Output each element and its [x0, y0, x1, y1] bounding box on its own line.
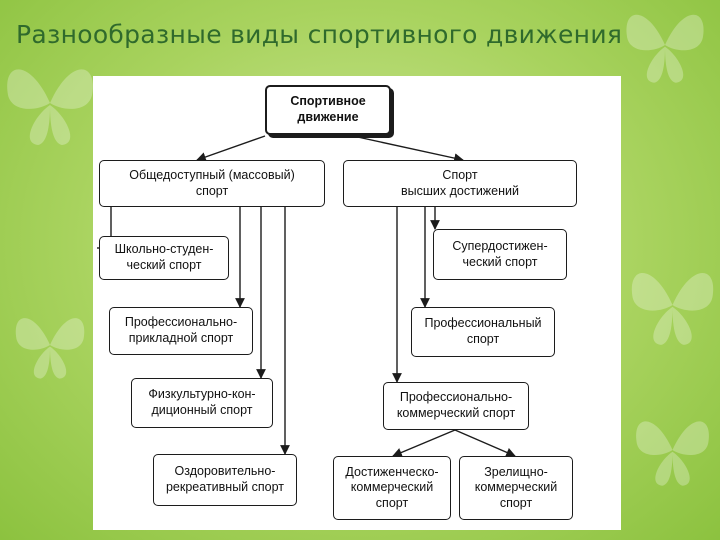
node-fitness-conditioning-sport: Физкультурно-кон- диционный спорт [131, 378, 273, 428]
node-mass-sport: Общедоступный (массовый) спорт [99, 160, 325, 207]
node-professional-applied-sport: Профессионально- прикладной спорт [109, 307, 253, 355]
node-super-achievement-sport: Супердостижен- ческий спорт [433, 229, 567, 280]
node-sport-movement: Спортивное движение [265, 85, 391, 135]
node-school-student-sport: Школьно-студен- ческий спорт [99, 236, 229, 280]
node-professional-sport: Профессиональный спорт [411, 307, 555, 357]
butterfly-decoration [626, 14, 704, 83]
node-achievement-commercial-sport: Достиженческо- коммерческий спорт [333, 456, 451, 520]
node-professional-commercial-sport: Профессионально- коммерческий спорт [383, 382, 529, 430]
connector-commercial-to-achievement [392, 429, 456, 458]
butterfly-decoration [636, 421, 709, 486]
node-health-recreation-sport: Оздоровительно- рекреативный спорт [153, 454, 297, 506]
diagram-panel: Спортивное движение Общедоступный (массо… [93, 76, 621, 530]
butterfly-decoration [15, 318, 85, 379]
slide-title: Разнообразные виды спортивного движения [16, 20, 623, 49]
butterfly-decoration [7, 69, 93, 145]
connector-root-to-elite [352, 135, 464, 163]
connector-lines [97, 135, 516, 458]
butterfly-decoration [631, 273, 714, 345]
node-elite-sport: Спорт высших достижений [343, 160, 577, 207]
connector-root-to-mass [196, 135, 266, 162]
node-spectacle-commercial-sport: Зрелищно- коммерческий спорт [459, 456, 573, 520]
connector-commercial-to-spectacle [454, 429, 516, 457]
